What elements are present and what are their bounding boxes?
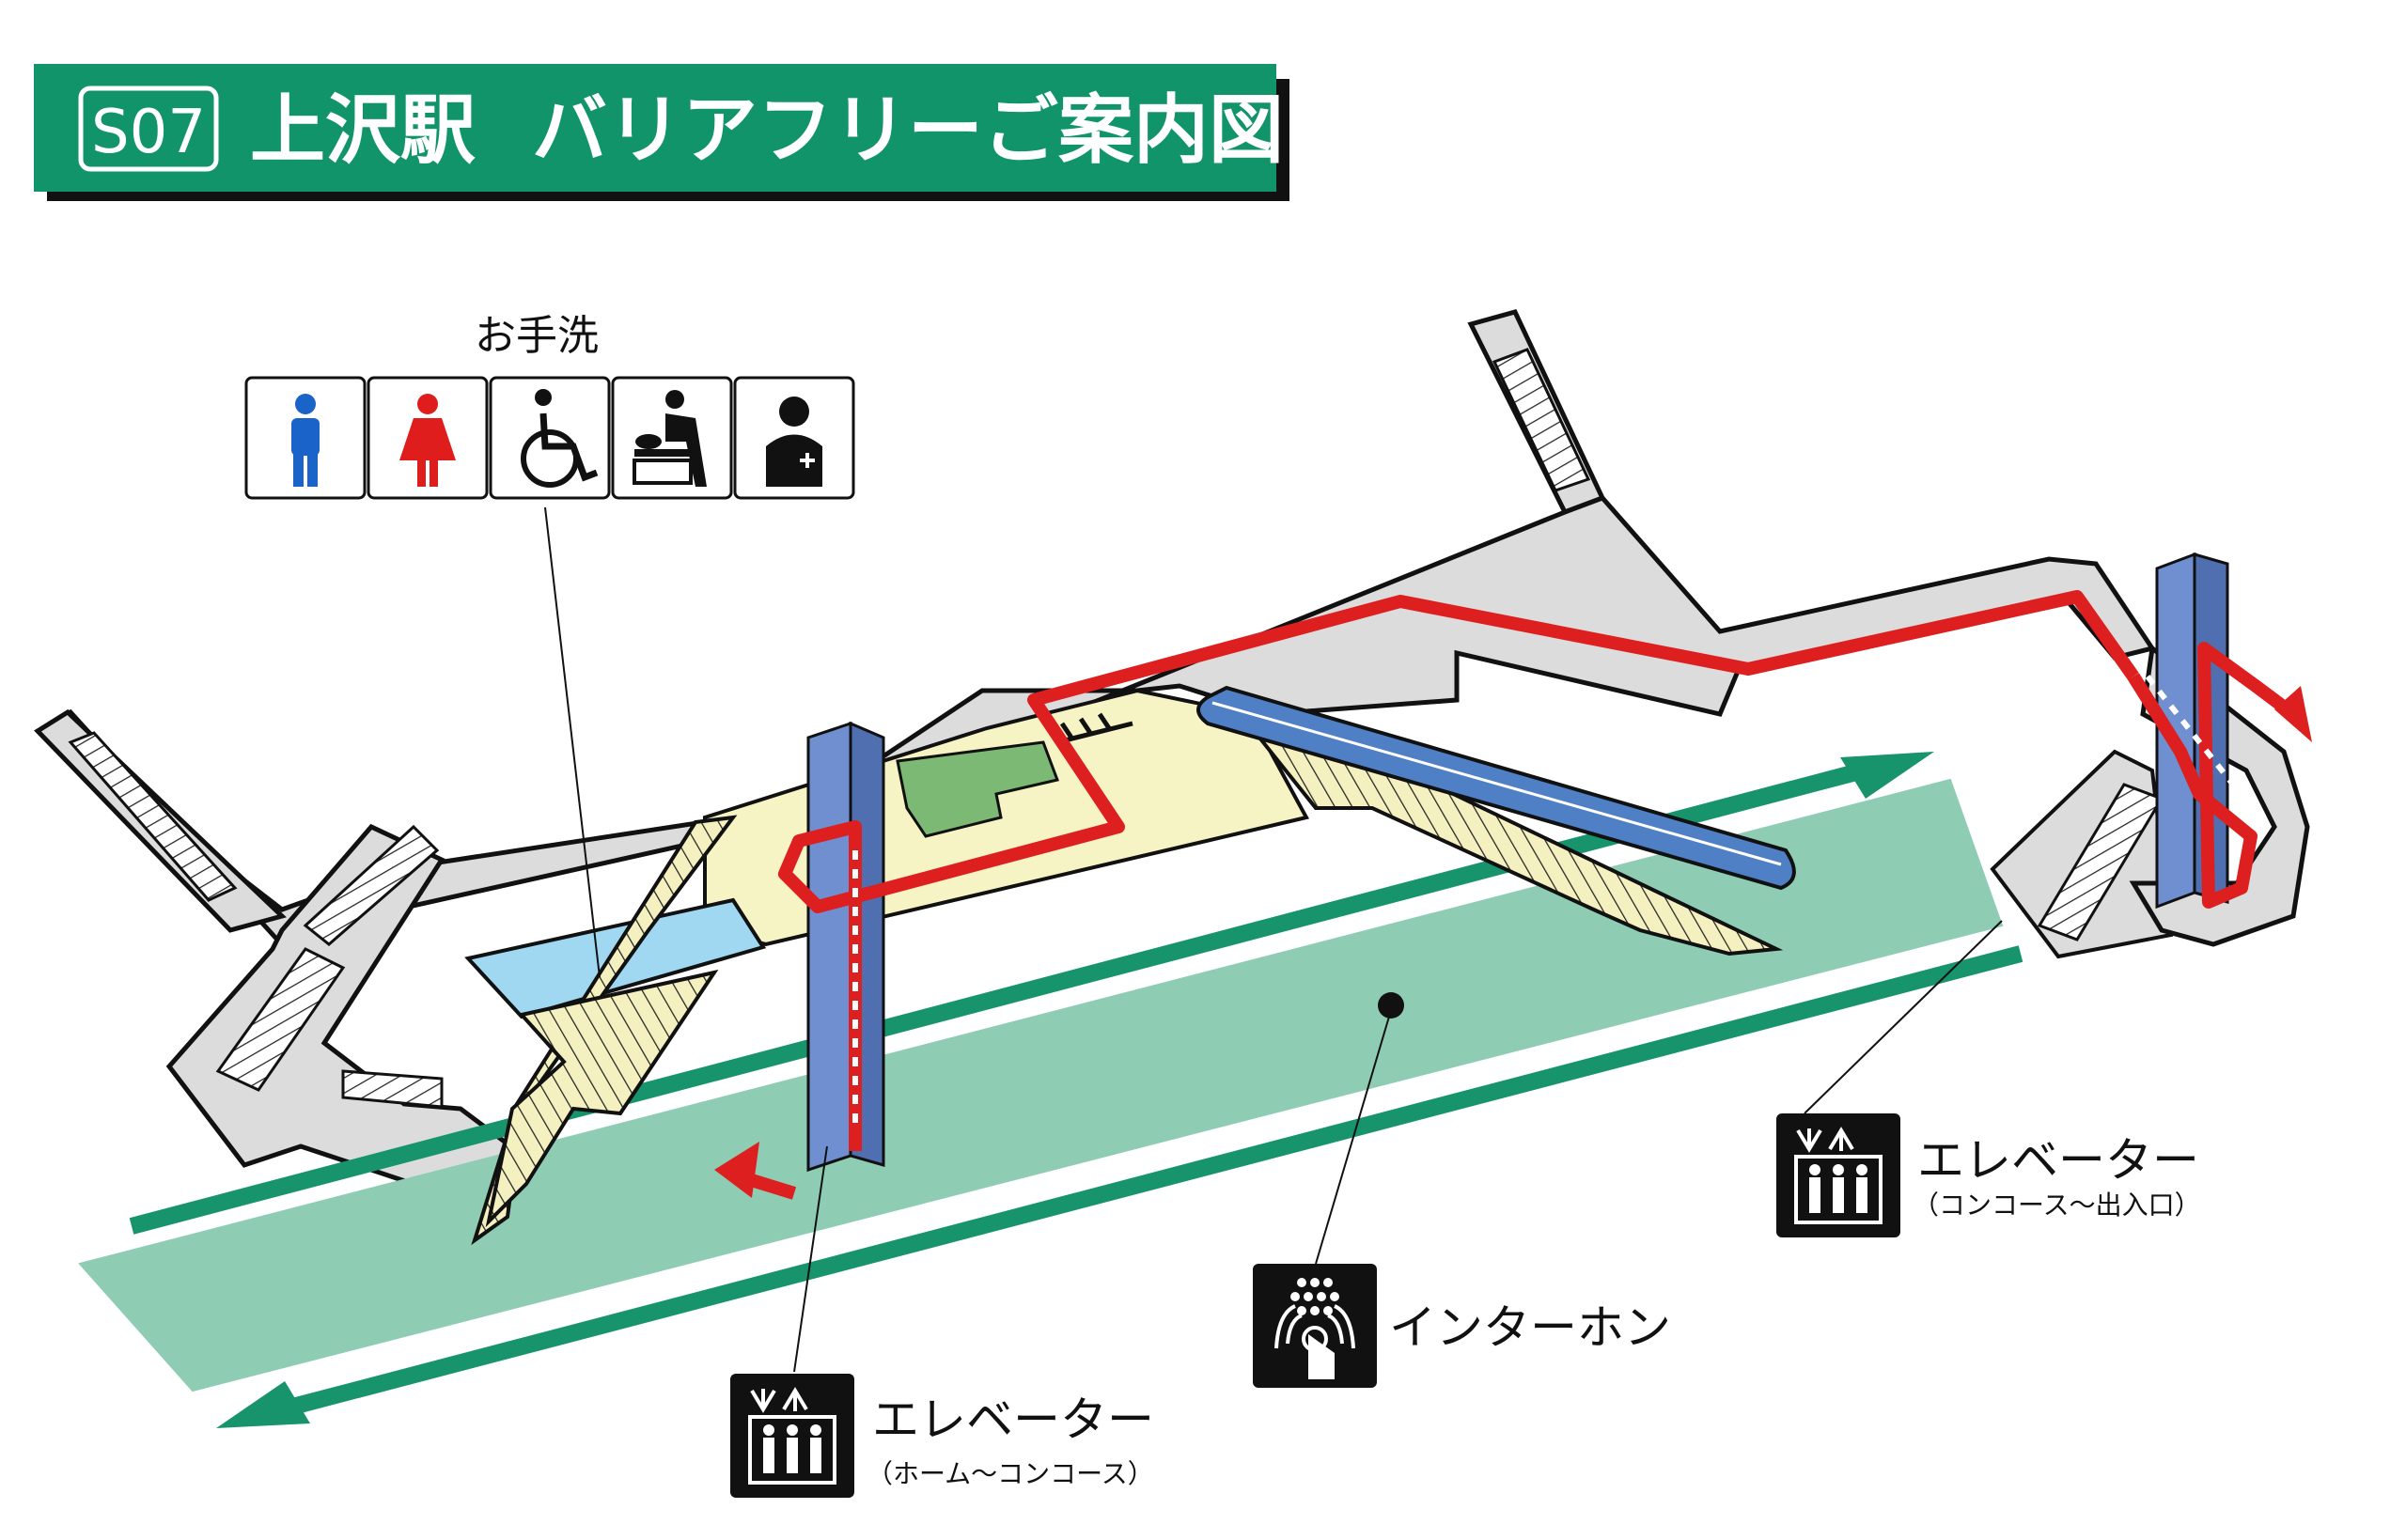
elevator-exit-legend: エレベーター （コンコース～出入口） [1776,920,2201,1237]
ticket-gate-area [703,688,1310,947]
female-toilet-icon [367,376,489,500]
route-arrow-platform [714,1142,759,1198]
accessible-route-dashes [852,675,2240,1128]
elevator-platform-label: エレベーター [872,1392,1154,1447]
intercom-legend: インターホン [1253,1016,1671,1388]
intercom-label: インターホン [1389,1300,1671,1355]
title-banner: S07 上沢駅 バリアフリーご案内図 [34,64,1289,201]
elevator-shaft-platform [806,721,885,1173]
station-code-box [78,86,219,172]
elevator-exit-label: エレベーター [1917,1133,2199,1188]
toilet-label: お手洗 [475,312,599,360]
stair-flight-left-2 [341,1069,444,1109]
track-arrow-lower [216,945,2023,1428]
male-toilet-icon [244,376,367,500]
station-name: 上沢駅 [250,86,476,174]
page-title: バリアフリーご案内図 [532,86,1284,174]
elevator-icon [730,1374,854,1498]
elevator-icon [1776,1113,1900,1237]
elevator-exit-leader-line [1804,920,2003,1114]
elevator-platform-sub: （ホーム～コンコース） [867,1458,1154,1489]
station-office [896,740,1060,838]
elevator-platform-leader-line [793,1145,828,1373]
stair-flight-left-1 [215,947,346,1092]
exit-stairs-right [1492,348,1591,492]
intercom-point [1378,992,1404,1019]
route-arrow-exit [2274,686,2312,742]
stair-flight-left-3 [303,824,440,946]
track-arrow-upper [129,752,1934,1235]
ticket-gates [1056,712,1133,745]
escalator [1196,685,1796,891]
ostomate-icon [733,376,855,500]
elevator-platform-legend: エレベーター （ホーム～コンコース） [730,1145,1154,1498]
baby-changing-icon [611,376,733,500]
intercom-icon [1253,1264,1377,1388]
station-code: S07 [91,98,206,167]
platform [78,778,2004,1392]
title-banner-bg [34,64,1276,192]
exit-stairs-left [68,731,238,902]
wheelchair-icon [489,376,611,500]
intercom-leader-line [1315,1016,1390,1265]
stairs-to-platform-lower [485,969,719,1228]
station-structure [34,309,2312,1428]
toilet-leader-line [544,506,601,978]
elevator-exit-sub: （コンコース～出入口） [1913,1190,2201,1221]
toilet-legend: お手洗 [244,312,855,978]
